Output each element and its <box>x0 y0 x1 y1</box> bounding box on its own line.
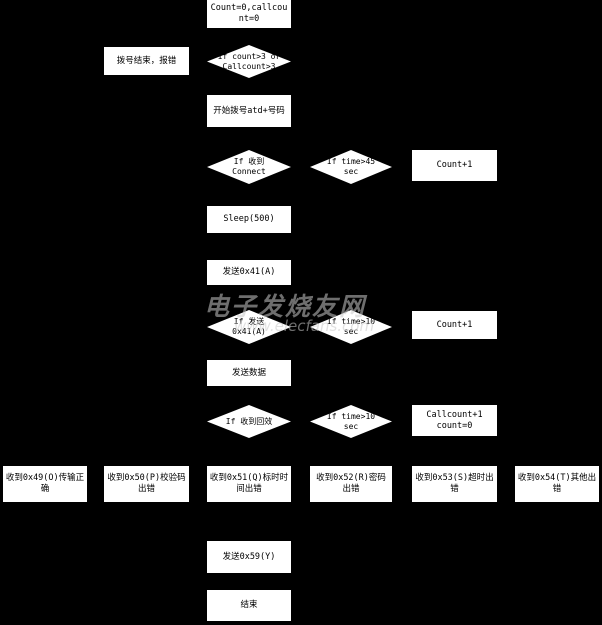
result-box-52: 收到0x52(R)密码出错 <box>310 466 392 502</box>
if-send-a-diamond: If 发送 0x41(A) <box>207 310 291 344</box>
count-inc-label-2: Count+1 <box>436 319 473 330</box>
count-inc-box-2: Count+1 <box>412 311 497 339</box>
send-data-label: 发送数据 <box>231 367 266 378</box>
init-label: Count=0,callcount=0 <box>210 3 288 24</box>
send-41-label: 发送0x41(A) <box>222 267 276 277</box>
end-label: 结束 <box>240 600 258 610</box>
if-reply-diamond: If 收到回效 <box>207 405 291 438</box>
result-box-54: 收到0x54(T)其他出错 <box>515 466 599 502</box>
time45-diamond: If time>45 sec <box>310 150 392 184</box>
check-limits-diamond: If count>3 or Callcount>3 <box>207 45 291 78</box>
callcount-inc-label: Callcount+1 count=0 <box>426 409 483 431</box>
result-label-50: 收到0x50(P)校验码出错 <box>107 473 186 494</box>
send-59-box: 发送0x59(Y) <box>207 541 291 573</box>
send-59-label: 发送0x59(Y) <box>222 551 276 562</box>
time10-b-label: If time>10 sec <box>326 411 376 431</box>
check-limits-label: If count>3 or Callcount>3 <box>217 51 281 71</box>
count-inc-box-1: Count+1 <box>412 150 497 181</box>
send-41-box: 发送0x41(A) <box>207 260 291 285</box>
dial-end-label: 拨号结束，报错 <box>116 55 177 66</box>
start-dial-label: 开始拨号atd+号码 <box>213 105 285 116</box>
count-inc-label-1: Count+1 <box>436 160 473 170</box>
result-box-50: 收到0x50(P)校验码出错 <box>104 466 189 502</box>
sleep-box: Sleep(500) <box>207 206 291 233</box>
result-box-49: 收到0x49(O)传输正确 <box>3 466 87 502</box>
end-box: 结束 <box>207 590 291 621</box>
result-box-51: 收到0x51(Q)标时时间出错 <box>207 466 291 502</box>
send-data-box: 发送数据 <box>207 360 291 386</box>
dial-end-box: 拨号结束，报错 <box>104 47 189 75</box>
time10-a-diamond: If time>10 sec <box>310 310 392 344</box>
if-connect-diamond: If 收到 Connect <box>207 150 291 184</box>
if-send-a-label: If 发送 0x41(A) <box>232 317 266 336</box>
time10-b-diamond: If time>10 sec <box>310 405 392 438</box>
result-label-49: 收到0x49(O)传输正确 <box>5 473 85 494</box>
time45-label: If time>45 sec <box>326 157 376 176</box>
start-dial-box: 开始拨号atd+号码 <box>207 95 291 127</box>
if-reply-label: If 收到回效 <box>225 416 273 426</box>
time10-a-label: If time>10 sec <box>326 317 376 336</box>
result-label-53: 收到0x53(S)超时出错 <box>415 473 494 494</box>
result-label-54: 收到0x54(T)其他出错 <box>517 473 597 494</box>
if-connect-label: If 收到 Connect <box>232 157 266 176</box>
result-label-52: 收到0x52(R)密码出错 <box>316 473 386 494</box>
callcount-inc-box: Callcount+1 count=0 <box>412 405 497 436</box>
result-box-53: 收到0x53(S)超时出错 <box>412 466 497 502</box>
sleep-label: Sleep(500) <box>223 214 275 224</box>
init-box: Count=0,callcount=0 <box>207 0 291 28</box>
result-label-51: 收到0x51(Q)标时时间出错 <box>209 473 289 494</box>
